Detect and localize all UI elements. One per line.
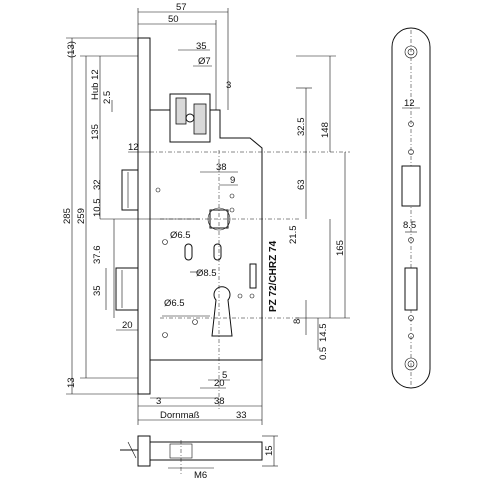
- dim-38-inner: 38: [216, 162, 227, 173]
- dim-hub-12: Hub 12: [90, 69, 101, 100]
- dim-2-5: 2.5: [102, 91, 113, 104]
- dim-10-5: 10.5: [92, 199, 103, 218]
- dim-32: 32: [92, 179, 103, 190]
- latch-bolt: [121, 169, 139, 211]
- dim-9: 9: [230, 175, 235, 186]
- dim-259: 259: [76, 208, 87, 224]
- lock-case: [149, 109, 263, 361]
- cylinder-cutout: [211, 286, 233, 337]
- dim-diam-8-5: Ø8.5: [196, 268, 217, 279]
- dim-32-5: 32.5: [296, 118, 307, 137]
- dim-57: 57: [176, 2, 187, 13]
- dim-50: 50: [168, 14, 179, 25]
- bolt-opening: [404, 267, 418, 311]
- dim-diam-6-5-bottom: Ø6.5: [164, 298, 185, 309]
- lock-body: [115, 37, 350, 410]
- dead-bolt: [115, 267, 139, 311]
- cylinder-label: PZ 72/CHRZ 74: [268, 240, 279, 312]
- dim-285: 285: [62, 208, 73, 224]
- dim-diam-7: Ø7: [198, 56, 211, 67]
- dim-38-bottom: 38: [214, 396, 225, 407]
- dim-165: 165: [335, 240, 346, 256]
- side-dim-m6: M6: [194, 470, 207, 480]
- dim-37-6: 37.6: [92, 246, 103, 265]
- dim-135: 135: [90, 124, 101, 140]
- dimension-labels: 57 50 35 Ø7 3 (13) Hub 12 2.5 135 285 25…: [62, 2, 346, 421]
- dim-21-5: 21.5: [288, 226, 299, 245]
- dim-35-left: 35: [92, 285, 103, 296]
- dim-63: 63: [296, 179, 307, 190]
- faceplate-dim-8-5: 8.5: [403, 220, 416, 231]
- dim-3-top: 3: [226, 80, 231, 91]
- dim-0-5: 0.5: [318, 347, 329, 360]
- dim-3-bottom: 3: [156, 396, 161, 407]
- dim-14-5: 14.5: [318, 324, 329, 343]
- dim-8: 8: [292, 319, 303, 324]
- forend-plate: [137, 37, 151, 395]
- dim-diam-6-5-top: Ø6.5: [170, 230, 191, 241]
- dim-12-left: 12: [128, 142, 139, 153]
- side-dim-15: 15: [264, 445, 275, 456]
- dim-20-left: 20: [122, 320, 133, 331]
- dim-5: 5: [222, 370, 227, 381]
- dim-33: 33: [236, 410, 247, 421]
- dim-20-bottom: 20: [214, 378, 225, 389]
- faceplate-view: 12 8.5: [391, 27, 431, 389]
- dimension-lines: [66, 8, 350, 425]
- dim-148: 148: [320, 122, 331, 138]
- latch-opening: [401, 165, 421, 207]
- faceplate-dim-12: 12: [404, 98, 415, 109]
- dim-35: 35: [196, 41, 207, 52]
- side-view: M6 15: [120, 435, 278, 480]
- dim-13-bottom: 13: [66, 377, 77, 388]
- dim-dornmass: Dornmaß: [160, 410, 200, 421]
- dim-13-top: (13): [66, 41, 77, 58]
